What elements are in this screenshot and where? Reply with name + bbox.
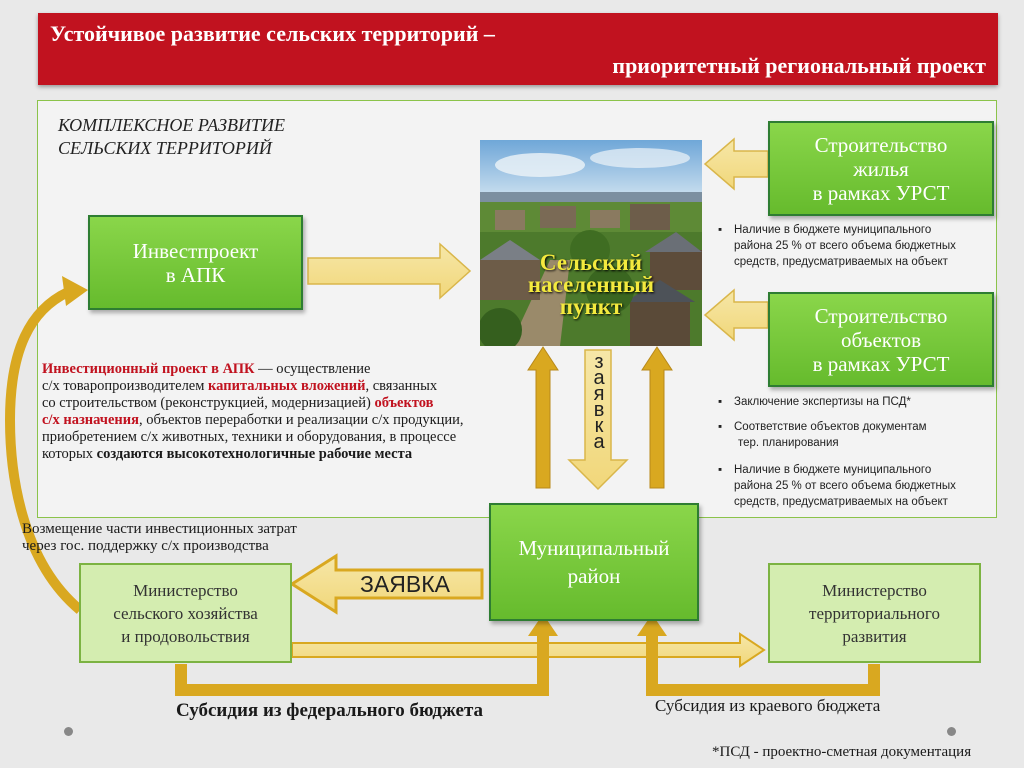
arrow-up-left [527,346,559,489]
decor-dot-right [947,727,956,736]
arrow-compensation-curve [4,287,84,614]
arrow-application-down [567,349,629,491]
bullet-icon: ▪ [718,464,723,476]
housing-construction-box: Строительство жилья в рамках УРСТ [768,121,994,216]
bullet-icon: ▪ [718,396,723,408]
investproject-description: Инвестиционный проект в АПК — осуществле… [42,361,464,462]
arrow-invest-to-village [307,242,472,300]
bullet-icon: ▪ [718,421,723,433]
ministry-territorial-box: Министерство территориального развития [768,563,981,663]
vertical-application-label: з а я в к а [593,351,605,453]
federal-subsidy-label: Субсидия из федерального бюджета [176,700,484,721]
federal-subsidy-arrowhead [528,614,558,636]
regional-subsidy-line [646,632,880,696]
regional-subsidy-arrowhead [637,614,667,636]
village-photo: Сельский населенный пункт [480,140,702,346]
objects-construction-box: Строительство объектов в рамках УРСТ [768,292,994,387]
reimbursement-note: Возмещение части инвестиционных затрат ч… [22,521,297,554]
village-label: Сельский населенный пункт [527,250,655,319]
federal-subsidy-line [175,632,549,696]
objects-requirement-2: ▪ Соответствие объектов документам тер. … [718,421,927,449]
ministry-agriculture-box: Министерство сельского хозяйства и продо… [79,563,292,663]
title-line-2: приоритетный региональный проект [612,53,986,78]
application-arrow-label: ЗАЯВКА [360,571,450,597]
title-banner: Устойчивое развитие сельских территорий … [38,13,998,85]
section-title: КОМПЛЕКСНОЕ РАЗВИТИЕ СЕЛЬСКИХ ТЕРРИТОРИЙ [58,115,285,158]
objects-requirement-3: ▪ Наличие в бюджете муниципального район… [718,464,956,508]
footnote: *ПСД - проектно-сметная документация [712,744,972,760]
bullet-icon: ▪ [718,224,723,236]
arrow-to-terr-ministry [291,632,766,668]
village-illustration [480,140,702,346]
municipal-district-box: Муниципальный район [489,503,699,621]
objects-requirement-1: ▪ Заключение экспертизы на ПСД* [718,396,911,408]
arrow-compensation-head [62,276,88,306]
arrow-housing-to-village [703,137,769,191]
arrow-up-right [641,346,673,489]
regional-subsidy-label: Субсидия из краевого бюджета [655,696,881,715]
title-line-1: Устойчивое развитие сельских территорий … [50,21,495,46]
decor-dot-left [64,727,73,736]
investproject-box: Инвестпроект в АПК [88,215,303,310]
arrow-application-left [289,553,484,615]
housing-requirements: ▪ Наличие в бюджете муниципального район… [718,224,956,268]
arrow-objects-to-village [703,288,769,342]
